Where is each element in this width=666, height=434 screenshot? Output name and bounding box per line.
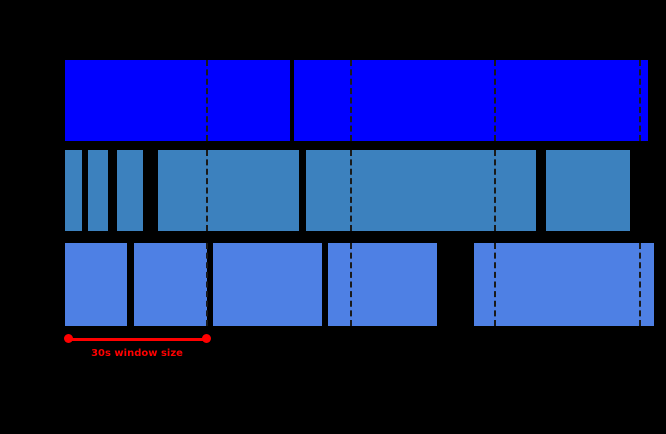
timeline-bar[interactable] <box>474 243 654 326</box>
window-size-annotation-label: 30s window size <box>91 348 183 359</box>
window-boundary-gridline <box>350 243 352 326</box>
timeline-bar[interactable] <box>294 60 648 141</box>
timeline-bar[interactable] <box>134 243 207 326</box>
window-boundary-gridline <box>494 150 496 231</box>
timeline-bar[interactable] <box>117 150 143 231</box>
window-boundary-gridline <box>206 60 208 141</box>
timeline-bar[interactable] <box>88 150 108 231</box>
window-boundary-gridline <box>206 150 208 231</box>
annotation-cap-right <box>202 334 211 343</box>
window-boundary-gridline <box>206 243 208 326</box>
window-size-annotation-line <box>68 338 206 341</box>
window-boundary-gridline <box>494 243 496 326</box>
window-boundary-gridline <box>350 60 352 141</box>
window-boundary-gridline <box>639 60 641 141</box>
timeline-track-3 <box>0 243 666 326</box>
timeline-bar[interactable] <box>65 60 290 141</box>
timeline-bar[interactable] <box>306 150 536 231</box>
timeline-bar[interactable] <box>213 243 322 326</box>
window-boundary-gridline <box>350 150 352 231</box>
timeline-track-2 <box>0 150 666 231</box>
window-boundary-gridline <box>494 60 496 141</box>
timeline-bar[interactable] <box>158 150 299 231</box>
timeline-track-1 <box>0 60 666 141</box>
timeline-bar[interactable] <box>65 243 127 326</box>
window-boundary-gridline <box>639 243 641 326</box>
timeline-bar[interactable] <box>328 243 437 326</box>
timeline-bar[interactable] <box>546 150 630 231</box>
annotation-cap-left <box>64 334 73 343</box>
timeline-bar[interactable] <box>65 150 82 231</box>
